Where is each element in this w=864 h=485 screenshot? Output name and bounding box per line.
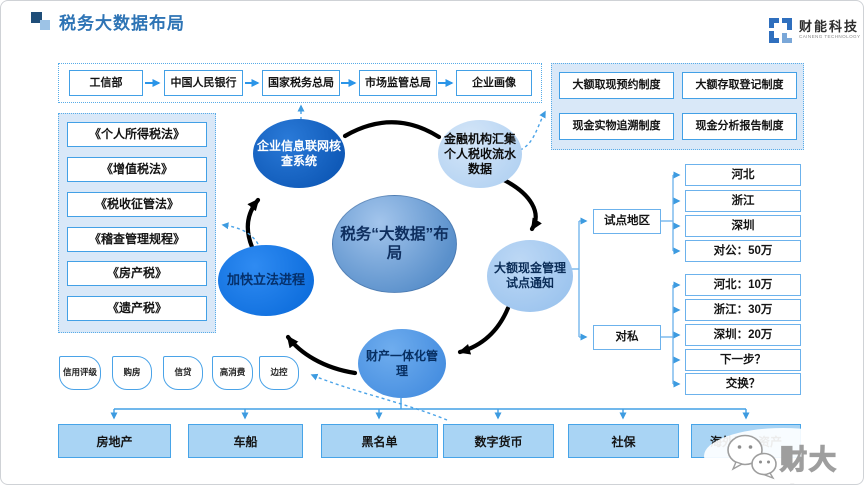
- logo-name: 财能科技: [799, 18, 860, 34]
- page-title: 税务大数据布局: [59, 14, 185, 33]
- tag-credit-loan: 信贷: [163, 356, 203, 390]
- cycle-node-legislation: 加快立法进程: [218, 245, 314, 316]
- company-logo: 财能科技 CAINENG TECHNOLOGY: [767, 16, 860, 43]
- cycle-node-property-mgmt: 财产一体化管理: [358, 329, 446, 398]
- law-box-personal-income-tax: 《个人所得税法》: [67, 122, 207, 147]
- flow-box-pboc: 中国人民银行: [164, 70, 243, 96]
- cycle-node-financial-data: 金融机构汇集个人税收流水数据: [438, 120, 522, 188]
- flow-box-tax-bureau: 国家税务总局: [262, 70, 340, 96]
- watermark-text: 财大咖: [779, 444, 838, 484]
- asset-box-blacklist: 黑名单: [321, 424, 438, 458]
- pilot-region-node: 试点地区: [593, 209, 661, 234]
- pilot-private-zhejiang-limit: 浙江：30万: [685, 299, 801, 321]
- law-box-tax-collection: 《税收征管法》: [67, 192, 207, 217]
- flow-box-enterprise-profile: 企业画像: [456, 70, 532, 96]
- pilot-corporate-limit: 对公：50万: [685, 240, 801, 262]
- flow-box-market-regulator: 市场监管总局: [359, 70, 437, 96]
- logo-mark-icon: [769, 18, 792, 43]
- law-box-property-tax: 《房产税》: [67, 261, 207, 286]
- pilot-region-shenzhen: 深圳: [685, 215, 801, 237]
- pilot-exchange: 交换？: [685, 373, 801, 395]
- cycle-node-cash-pilot: 大额现金管理试点通知: [487, 240, 573, 312]
- wechat-icon: [727, 434, 777, 480]
- cash-box-physical-tracing: 现金实物追溯制度: [559, 113, 674, 140]
- tag-high-consumption: 高消费: [212, 356, 253, 390]
- cash-box-withdrawal-appointment: 大额取现预约制度: [559, 72, 674, 99]
- law-box-vat: 《增值税法》: [67, 157, 207, 182]
- tag-house-purchase: 购房: [112, 356, 152, 390]
- cycle-node-enterprise-info: 企业信息联网核查系统: [253, 119, 345, 188]
- cash-box-deposit-registration: 大额存取登记制度: [682, 72, 797, 99]
- asset-box-digital-currency: 数字货币: [443, 424, 554, 458]
- pilot-private-hebei-limit: 河北：10万: [685, 274, 801, 296]
- law-box-inheritance-tax: 《遗产税》: [67, 296, 207, 321]
- law-box-audit-rules: 《稽查管理规程》: [67, 227, 207, 252]
- pilot-region-hebei: 河北: [685, 164, 801, 186]
- title-bullet-dark: [31, 12, 42, 23]
- cash-box-analysis-report: 现金分析报告制度: [682, 113, 797, 140]
- pilot-next-step: 下一步？: [685, 349, 801, 371]
- asset-box-real-estate: 房地产: [58, 424, 171, 458]
- pilot-private-shenzhen-limit: 深圳：20万: [685, 324, 801, 346]
- pilot-region-zhejiang: 浙江: [685, 190, 801, 212]
- asset-box-social-security: 社保: [568, 424, 679, 458]
- tag-border-control: 边控: [259, 356, 299, 390]
- asset-box-vehicles-ships: 车船: [188, 424, 303, 458]
- cycle-center-circle: 税务“大数据”布局: [332, 195, 457, 293]
- logo-subtitle: CAINENG TECHNOLOGY: [799, 34, 861, 40]
- tag-credit-rating: 信用评级: [59, 356, 101, 390]
- flow-box-miit: 工信部: [69, 70, 143, 96]
- title-bullet-light: [40, 20, 50, 30]
- pilot-private-node: 对私: [593, 325, 661, 350]
